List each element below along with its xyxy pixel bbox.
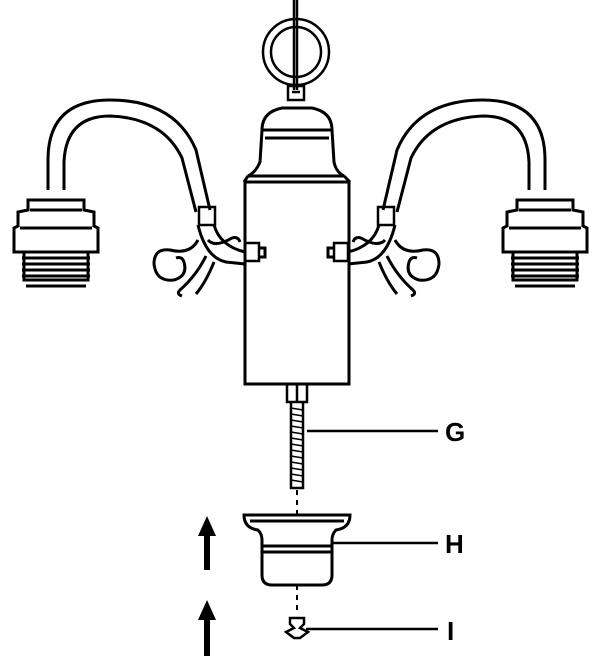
leader-lines — [306, 429, 438, 631]
left-socket — [12, 198, 100, 288]
label-h: H — [445, 529, 464, 559]
center-body — [243, 180, 351, 386]
right-socket — [501, 198, 589, 288]
hanging-loop — [261, 0, 331, 102]
threaded-rod — [285, 382, 309, 490]
label-g: G — [445, 417, 465, 447]
body-cap — [242, 106, 352, 184]
finial-nut — [283, 616, 311, 640]
left-arm — [46, 98, 267, 298]
right-arm — [326, 98, 547, 298]
up-arrow-icon — [198, 600, 216, 656]
up-arrow-icon — [198, 516, 216, 570]
bottom-cup — [242, 513, 352, 587]
label-i: I — [447, 616, 454, 646]
